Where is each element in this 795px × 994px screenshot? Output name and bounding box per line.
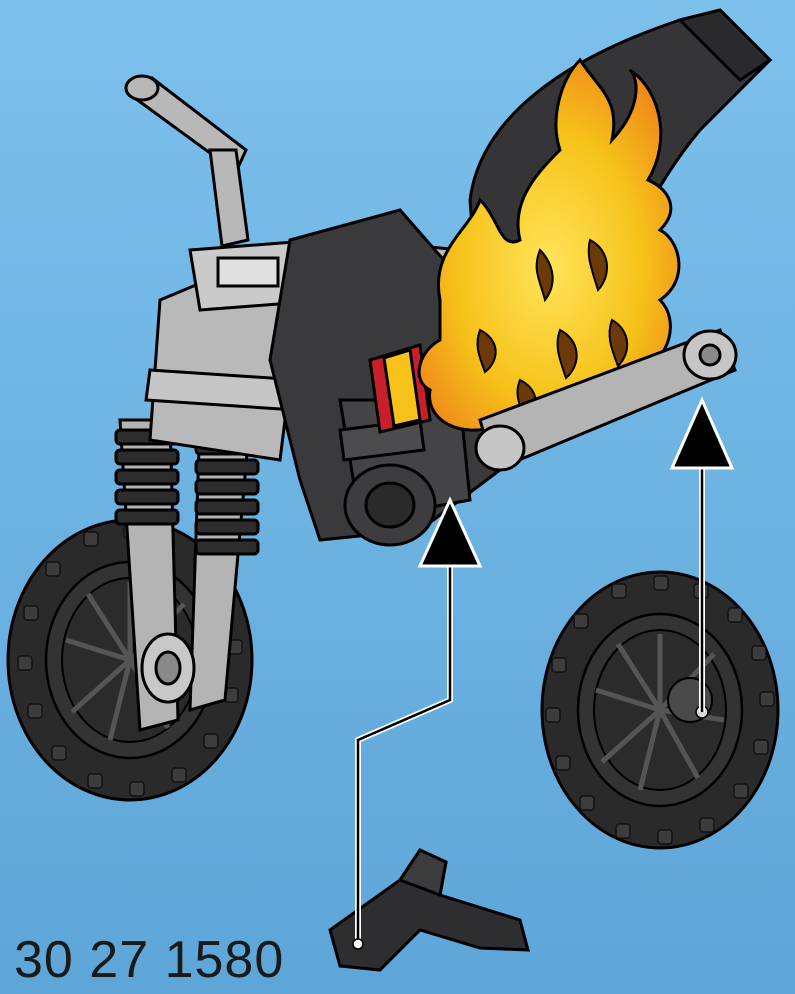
rear-wheel: [542, 572, 778, 848]
part-number-label: 30 27 1580: [14, 930, 284, 990]
